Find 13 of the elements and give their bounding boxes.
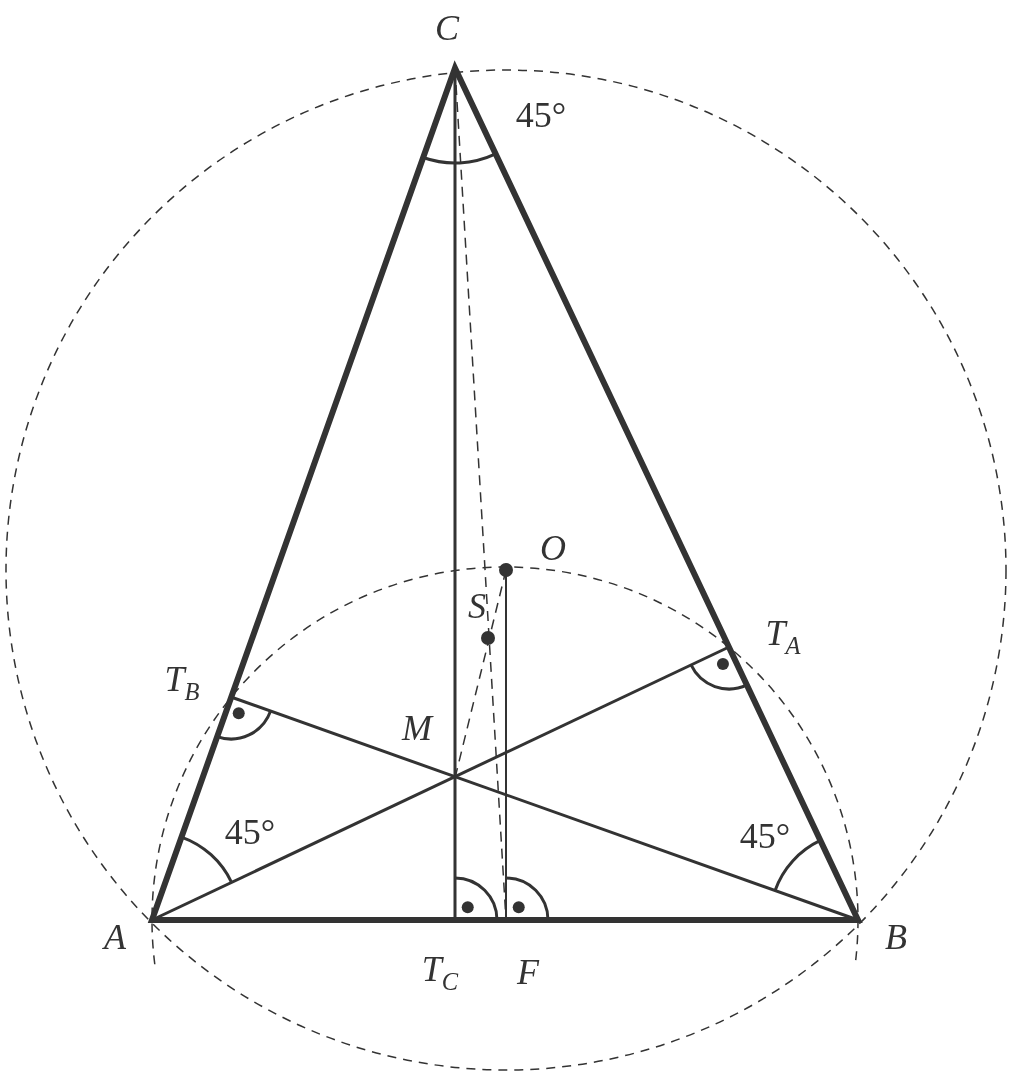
point-label: A bbox=[104, 919, 126, 955]
angle-label: 45° bbox=[739, 818, 791, 854]
point-label: O bbox=[540, 530, 566, 566]
point-label: M bbox=[402, 710, 432, 746]
point-label: C bbox=[435, 10, 459, 46]
point-label: T$_{A}$ bbox=[765, 615, 801, 659]
point-label: B bbox=[885, 919, 907, 955]
point-label: F bbox=[517, 954, 539, 990]
point-label: T$_{C}$ bbox=[421, 951, 459, 995]
angle-label: 45° bbox=[224, 814, 276, 850]
angle-label: 45° bbox=[515, 97, 567, 133]
point-label: T$_{B}$ bbox=[164, 661, 200, 705]
point-label: S bbox=[468, 588, 486, 624]
